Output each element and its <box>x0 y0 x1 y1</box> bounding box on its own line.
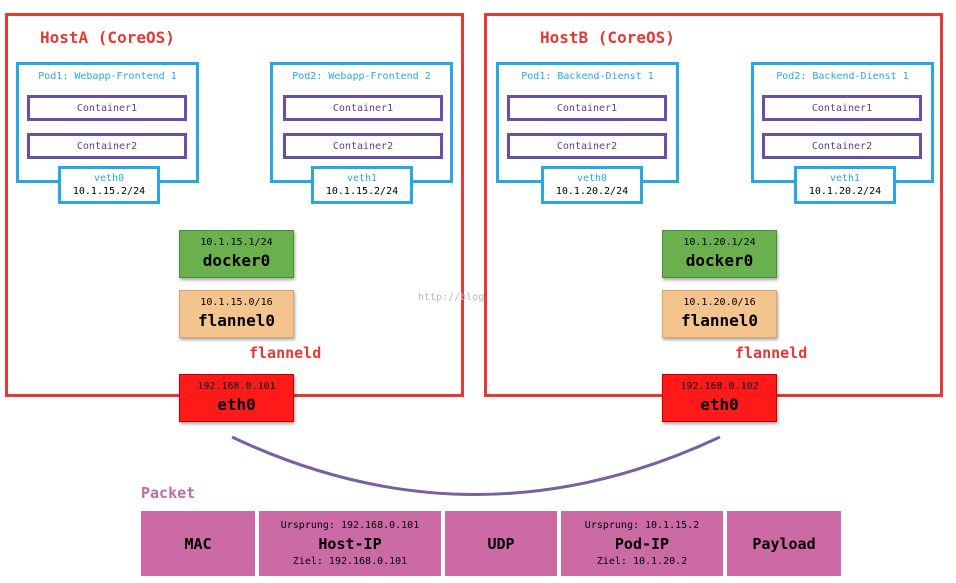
veth-name: veth0 <box>576 173 608 184</box>
flannel0-ip: 10.1.15.0/16 <box>200 297 273 308</box>
host-b-pod2-veth: veth1 10.1.20.2/24 <box>794 166 896 204</box>
watermark: http://blog.csdn.net/ <box>418 292 545 303</box>
veth-ip: 10.1.20.2/24 <box>555 186 629 197</box>
packet-segment-host-ip: Ursprung: 192.168.0.101 Host-IP Ziel: 19… <box>259 511 441 576</box>
host-b-docker0: 10.1.20.1/24 docker0 <box>662 230 777 278</box>
host-b-pod2-container1: Container1 <box>762 95 922 121</box>
host-a-flannel0: 10.1.15.0/16 flannel0 <box>179 290 294 338</box>
segment-label: MAC <box>184 534 212 553</box>
packet-title: Packet <box>141 484 196 502</box>
host-a-eth0: 192.168.0.101 eth0 <box>179 374 294 422</box>
veth-name: veth1 <box>829 173 861 184</box>
host-a-docker0: 10.1.15.1/24 docker0 <box>179 230 294 278</box>
host-b-flanneld-label: flanneld <box>735 344 808 362</box>
segment-label: Host-IP <box>318 534 382 553</box>
docker0-ip: 10.1.15.1/24 <box>200 237 273 248</box>
flannel0-ip: 10.1.20.0/16 <box>683 297 756 308</box>
eth0-ip: 192.168.0.101 <box>197 381 276 392</box>
flannel0-name: flannel0 <box>680 311 759 330</box>
host-a-pod1-title: Pod1: Webapp-Frontend 1 <box>38 71 177 82</box>
host-a-pod1 <box>16 62 199 183</box>
eth0-ip: 192.168.0.102 <box>680 381 759 392</box>
tunnel-arc <box>231 435 721 496</box>
packet-segment-payload: Payload <box>727 511 841 576</box>
segment-destination: Ziel: 192.168.0.101 <box>292 555 408 567</box>
docker0-name: docker0 <box>685 251 754 270</box>
host-a-title: HostA (CoreOS) <box>40 28 175 47</box>
host-b-pod1-container2: Container2 <box>507 133 667 159</box>
host-b-pod2-title: Pod2: Backend-Dienst 1 <box>776 71 909 82</box>
host-b-eth0: 192.168.0.102 eth0 <box>662 374 777 422</box>
docker0-ip: 10.1.20.1/24 <box>683 237 756 248</box>
segment-label: UDP <box>487 534 515 553</box>
veth-ip: 10.1.15.2/24 <box>325 186 399 197</box>
host-a-pod2-veth: veth1 10.1.15.2/24 <box>311 166 413 204</box>
host-b-pod2-container2: Container2 <box>762 133 922 159</box>
packet-segment-mac: MAC <box>141 511 255 576</box>
host-b-title: HostB (CoreOS) <box>540 28 675 47</box>
host-a-pod1-veth: veth0 10.1.15.2/24 <box>58 166 160 204</box>
packet-segment-udp: UDP <box>445 511 557 576</box>
veth-name: veth0 <box>93 173 125 184</box>
segment-destination: Ziel: 10.1.20.2 <box>596 555 688 567</box>
packet-segment-pod-ip: Ursprung: 10.1.15.2 Pod-IP Ziel: 10.1.20… <box>561 511 723 576</box>
veth-ip: 10.1.20.2/24 <box>808 186 882 197</box>
flannel0-name: flannel0 <box>197 311 276 330</box>
host-a-pod2-title: Pod2: Webapp-Frontend 2 <box>292 71 431 82</box>
host-a-pod1-container2: Container2 <box>27 133 187 159</box>
host-b-flannel0: 10.1.20.0/16 flannel0 <box>662 290 777 338</box>
docker0-name: docker0 <box>202 251 271 270</box>
veth-name: veth1 <box>346 173 378 184</box>
host-a-pod2-container1: Container1 <box>283 95 443 121</box>
veth-ip: 10.1.15.2/24 <box>72 186 146 197</box>
host-b-pod1-container1: Container1 <box>507 95 667 121</box>
host-b-pod1-veth: veth0 10.1.20.2/24 <box>541 166 643 204</box>
host-a-pod1-container1: Container1 <box>27 95 187 121</box>
host-b-pod1-title: Pod1: Backend-Dienst 1 <box>521 71 654 82</box>
segment-label: Payload <box>752 534 816 553</box>
segment-label: Pod-IP <box>614 534 670 553</box>
segment-source: Ursprung: 192.168.0.101 <box>280 519 420 531</box>
host-a-pod2-container2: Container2 <box>283 133 443 159</box>
host-a-flanneld-label: flanneld <box>249 344 322 362</box>
segment-source: Ursprung: 10.1.15.2 <box>584 519 700 531</box>
eth0-name: eth0 <box>700 395 739 414</box>
eth0-name: eth0 <box>217 395 256 414</box>
